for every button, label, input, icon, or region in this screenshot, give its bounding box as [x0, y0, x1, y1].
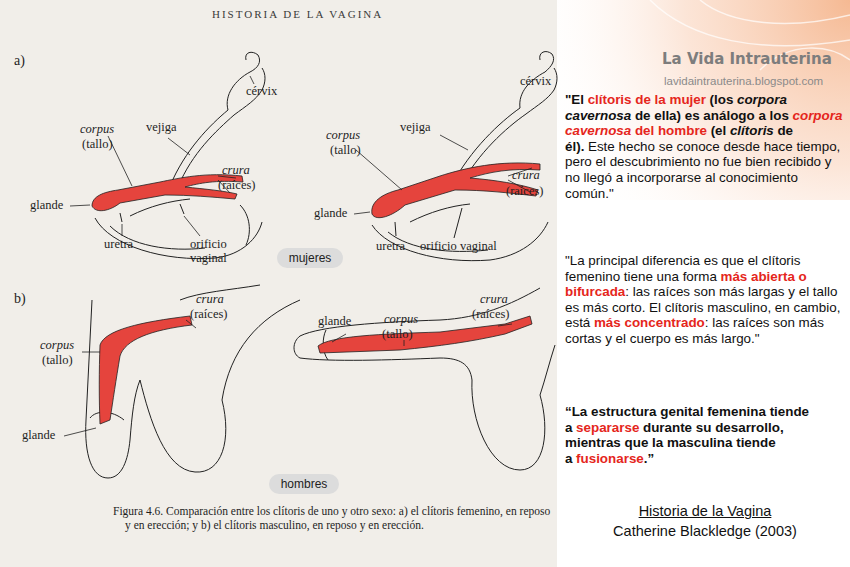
part-label: glande: [22, 428, 55, 442]
part-label: uretra: [376, 239, 405, 253]
part-label: crura: [512, 168, 540, 182]
quote-paragraph: “La estructura genital femenina tiende a…: [565, 404, 837, 466]
quote-text: separarse: [576, 420, 639, 435]
part-label: orificio vaginal: [190, 237, 250, 265]
part-label: (tallo): [82, 137, 113, 151]
part-label: corpus: [40, 338, 74, 352]
part-label: (tallo): [42, 353, 73, 367]
part-label: b): [14, 292, 26, 306]
pill-text: mujeres: [289, 251, 332, 265]
quote-text: Este hecho se conoce desde hace tiempo, …: [565, 139, 840, 201]
quote-text: de ella) es análogo a los: [635, 108, 789, 123]
panel-text: La Vida Intrauterina: [662, 52, 832, 66]
book-page: [0, 0, 557, 567]
part-label: glande: [314, 206, 347, 220]
decor-glow: [557, 0, 850, 200]
quote-text: "El: [565, 92, 584, 107]
part-label: vejiga: [146, 120, 177, 134]
part-label: uretra: [104, 237, 133, 251]
part-label: corpus: [80, 122, 114, 136]
quote-text: clítoris: [730, 123, 774, 138]
leader-lines: [64, 320, 196, 436]
part-label: (raíces): [472, 307, 509, 321]
part-label: cérvix: [520, 74, 551, 88]
part-label: (tallo): [330, 143, 361, 157]
part-label: (raíces): [190, 307, 227, 321]
panel-text: Catherine Blackledge (2003): [590, 524, 820, 538]
male-erect: [294, 288, 555, 470]
group-pill: hombres: [269, 474, 340, 494]
male-rest: [86, 285, 300, 478]
clitoris-shape: [99, 316, 192, 424]
part-label: cérvix: [246, 84, 277, 98]
part-label: (raíces): [506, 184, 543, 198]
text-panel: [557, 0, 850, 567]
leader-lines: [70, 76, 254, 236]
part-label: glande: [30, 198, 63, 212]
part-label: vejiga: [400, 120, 431, 134]
quote-text: más concentrado: [594, 315, 705, 330]
quote-text: fusionarse: [576, 451, 644, 466]
female-erect: [372, 52, 557, 261]
quote-text: (el: [711, 123, 727, 138]
quote-text: clítoris de la mujer: [588, 92, 706, 107]
panel-text: Historia de la Vagina: [600, 504, 810, 518]
quote-paragraph: "La principal diferencia es que el clíto…: [565, 253, 841, 347]
part-label: crura: [196, 292, 224, 306]
running-head: HISTORIA DE LA VAGINA: [212, 8, 383, 20]
leader-lines: [354, 135, 532, 214]
group-pill: mujeres: [277, 248, 344, 268]
quote-text: (los: [710, 92, 734, 107]
figure-caption: Figura 4.6. Comparación entre los clítor…: [113, 504, 555, 532]
part-label: crura: [222, 163, 250, 177]
part-label: corpus: [384, 312, 418, 326]
part-label: (tallo): [382, 327, 413, 341]
part-label: orificio vaginal: [420, 239, 497, 253]
pill-text: hombres: [281, 477, 328, 491]
panel-text: lavidaintrauterina.blogspot.com: [664, 74, 823, 88]
leader-lines: [332, 324, 512, 346]
part-label: a): [14, 54, 25, 68]
female-rest: [95, 52, 265, 258]
part-label: crura: [480, 292, 508, 306]
part-label: glande: [318, 314, 351, 328]
part-label: (raíces): [218, 178, 255, 192]
quote-paragraph: "Elclítoris de la mujer(loscorpora caver…: [565, 92, 843, 201]
part-label: corpus: [326, 128, 360, 142]
quote-text: del hombre: [635, 123, 707, 138]
quote-text: .”: [644, 451, 654, 466]
decor-swirl: [650, 0, 850, 70]
